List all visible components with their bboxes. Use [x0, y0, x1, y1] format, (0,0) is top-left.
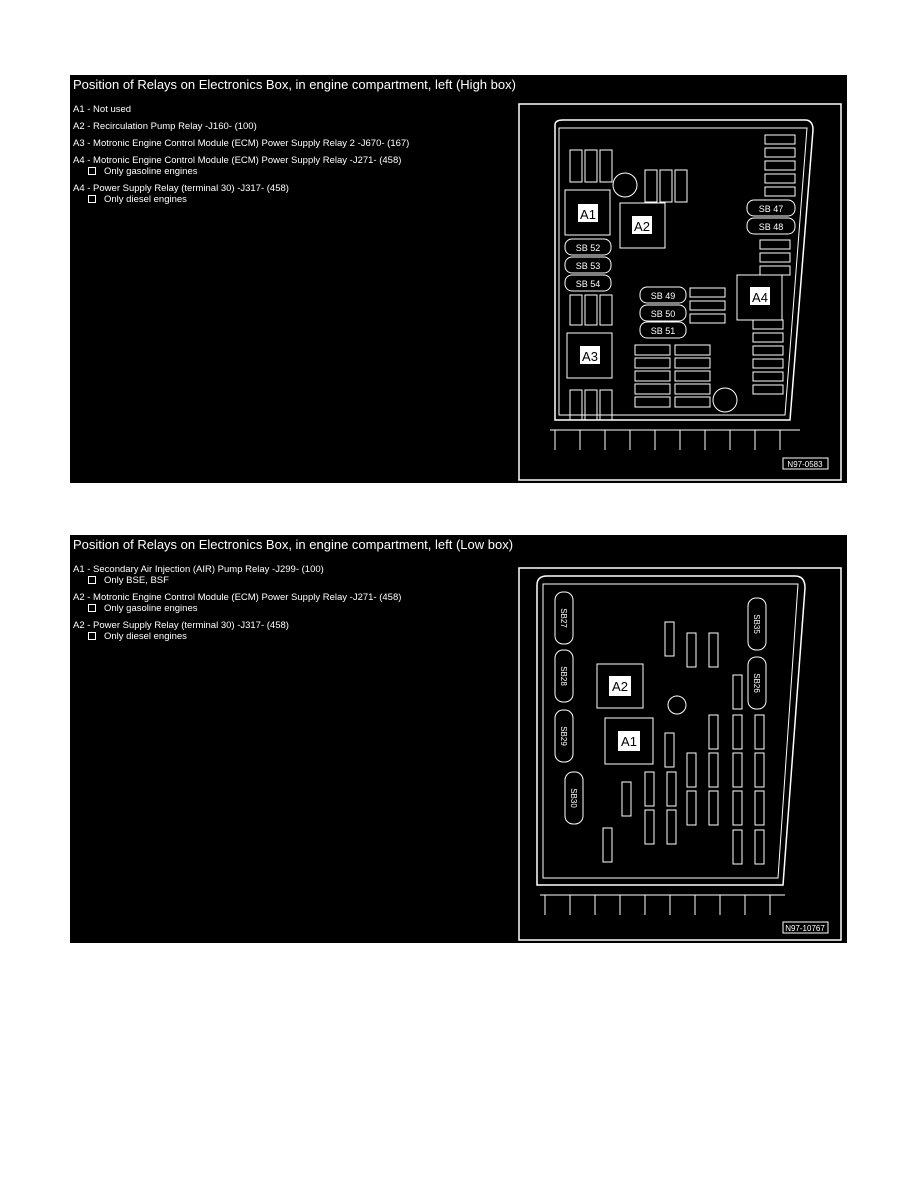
relay-note-text: Only gasoline engines [104, 166, 198, 177]
relay-item-label: A1 - Not used [73, 104, 132, 115]
relay-note: Only diesel engines [73, 631, 401, 642]
checkbox-bullet-icon [88, 604, 96, 613]
relay-list: A1 - Secondary Air Injection (AIR) Pump … [73, 561, 401, 645]
relay-label: A2 [612, 679, 628, 694]
fuse-label: SB 54 [576, 279, 601, 289]
relay-label: A3 [582, 349, 598, 364]
relay-note: Only gasoline engines [73, 603, 401, 614]
high-box-section: Position of Relays on Electronics Box, i… [70, 75, 847, 483]
section-title: Position of Relays on Electronics Box, i… [73, 77, 516, 92]
relay-item: A4 - Power Supply Relay (terminal 30) -J… [73, 180, 409, 205]
relay-item: A2 - Recirculation Pump Relay -J160- (10… [73, 118, 409, 135]
relay-item-label: A1 - Secondary Air Injection (AIR) Pump … [73, 564, 324, 575]
relay-item: A3 - Motronic Engine Control Module (ECM… [73, 135, 409, 152]
fuse-label: SB 51 [651, 326, 676, 336]
relay-note-text: Only diesel engines [104, 194, 187, 205]
fuse-label: SB 50 [651, 309, 676, 319]
relay-label: A4 [752, 290, 768, 305]
high-box-diagram: A1 A2 A3 A4 SB 47 SB 48 SB 52 SB 53 SB 5… [518, 103, 842, 481]
relay-note: Only gasoline engines [73, 166, 409, 177]
relay-item: A2 - Motronic Engine Control Module (ECM… [73, 589, 401, 614]
relay-item-label: A2 - Power Supply Relay (terminal 30) -J… [73, 620, 289, 631]
figure-ref: N97-0583 [787, 460, 823, 469]
checkbox-bullet-icon [88, 167, 96, 176]
relay-label: A2 [634, 219, 650, 234]
fuse-label: SB35 [752, 614, 761, 634]
relay-note-text: Only diesel engines [104, 631, 187, 642]
relay-item: A1 - Not used [73, 101, 409, 118]
relay-item-label: A2 - Motronic Engine Control Module (ECM… [73, 592, 402, 603]
relay-label: A1 [580, 207, 596, 222]
fuse-label: SB 53 [576, 261, 601, 271]
relay-item-label: A4 - Power Supply Relay (terminal 30) -J… [73, 183, 289, 194]
relay-item: A4 - Motronic Engine Control Module (ECM… [73, 152, 409, 177]
relay-item-label: A3 - Motronic Engine Control Module (ECM… [73, 138, 410, 149]
fuse-label: SB28 [559, 666, 568, 686]
figure-ref: N97-10767 [785, 924, 825, 933]
checkbox-bullet-icon [88, 632, 96, 641]
relay-item: A2 - Power Supply Relay (terminal 30) -J… [73, 617, 401, 642]
relay-list: A1 - Not used A2 - Recirculation Pump Rel… [73, 101, 409, 208]
fuse-label: SB 47 [759, 204, 784, 214]
checkbox-bullet-icon [88, 195, 96, 204]
relay-note-text: Only BSE, BSF [104, 575, 169, 586]
fuse-label: SB27 [559, 608, 568, 628]
fuse-label: SB30 [569, 788, 578, 808]
relay-label: A1 [621, 734, 637, 749]
relay-item-label: A4 - Motronic Engine Control Module (ECM… [73, 155, 402, 166]
low-box-diagram: A2 A1 SB27 SB28 SB29 SB30 SB35 SB26 N97-… [518, 567, 842, 941]
fuse-label: SB 52 [576, 243, 601, 253]
checkbox-bullet-icon [88, 576, 96, 585]
section-title: Position of Relays on Electronics Box, i… [73, 537, 514, 552]
fuse-label: SB 48 [759, 222, 784, 232]
relay-note-text: Only gasoline engines [104, 603, 198, 614]
relay-item-label: A2 - Recirculation Pump Relay -J160- (10… [73, 121, 257, 132]
fuse-label: SB 49 [651, 291, 676, 301]
relay-note: Only BSE, BSF [73, 575, 401, 586]
fuse-label: SB26 [752, 673, 761, 693]
fuse-label: SB29 [559, 726, 568, 746]
relay-note: Only diesel engines [73, 194, 409, 205]
relay-item: A1 - Secondary Air Injection (AIR) Pump … [73, 561, 401, 586]
